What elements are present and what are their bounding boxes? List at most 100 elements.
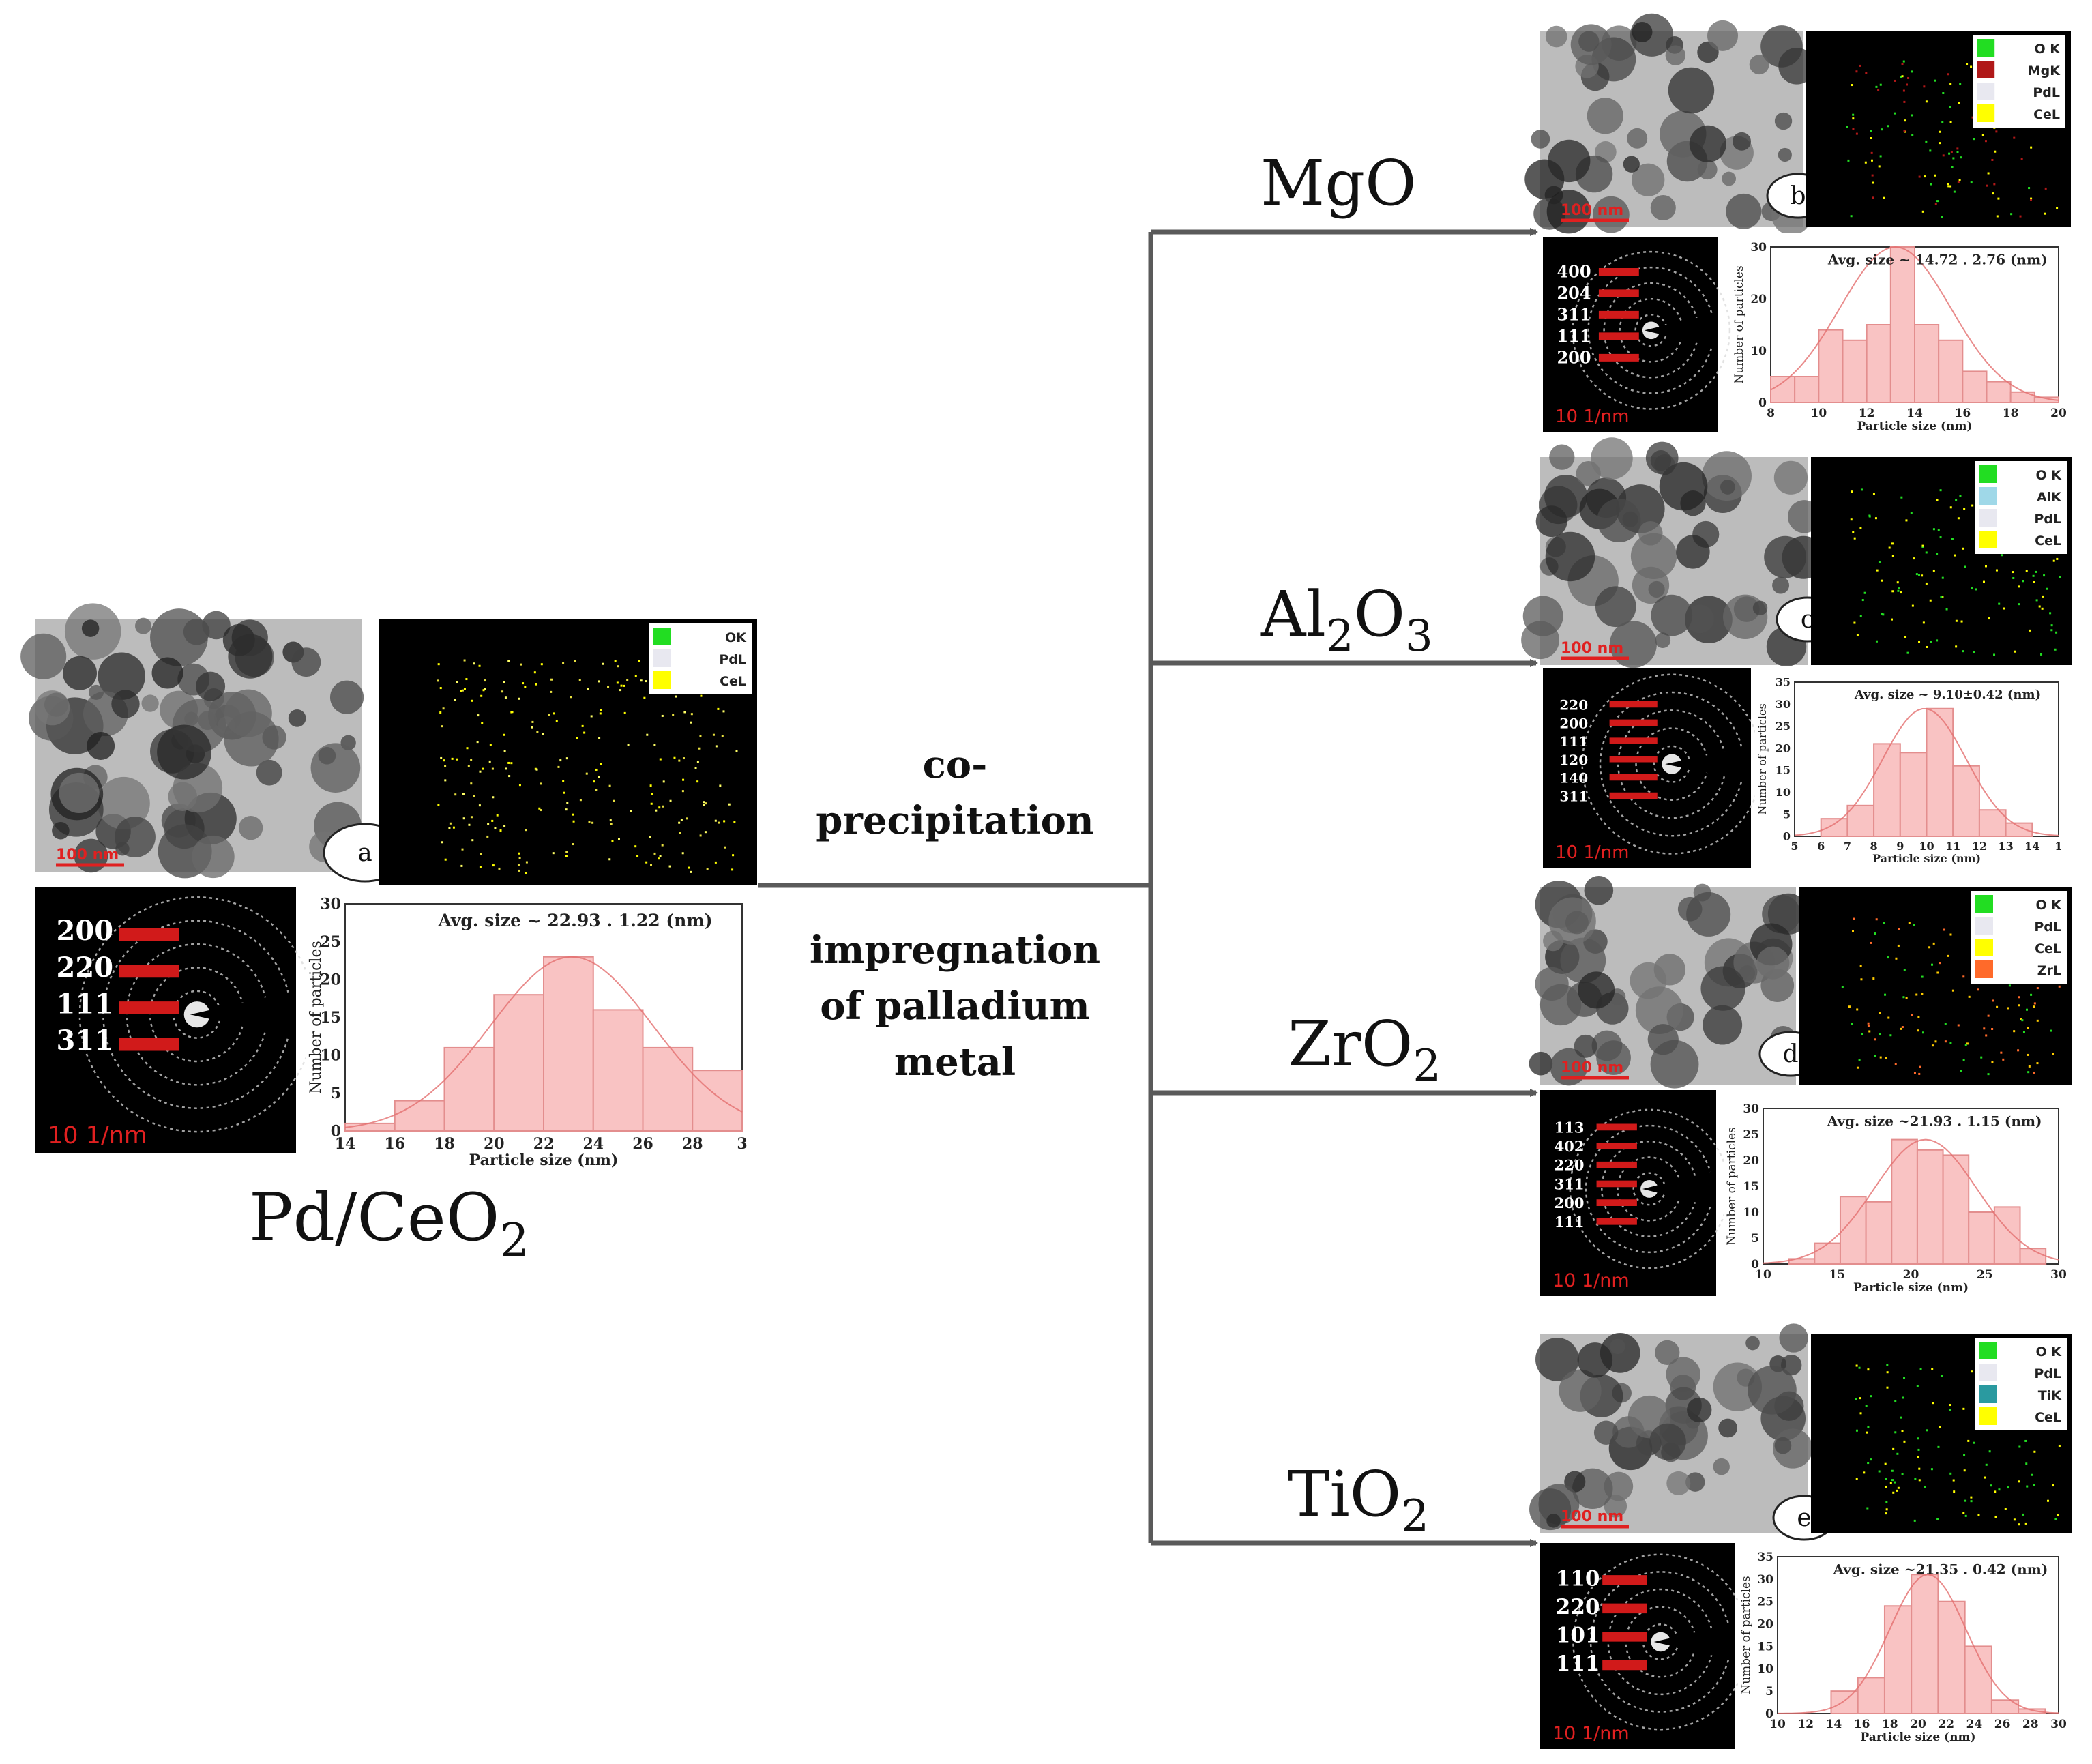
histogram-title: Avg. size ~ 14.72 . 2.76 (nm) <box>1827 252 2048 268</box>
legend-label: TiK <box>2038 1388 2062 1403</box>
x-tick-label: 26 <box>632 1135 653 1153</box>
histogram-bar <box>2009 391 2035 403</box>
x-tick-label: 5 <box>1791 840 1798 853</box>
x-tick-label: 15 <box>1829 1268 1845 1282</box>
histogram-bar <box>2005 822 2033 837</box>
histogram-bar <box>1770 376 1796 403</box>
legend-label: O K <box>2035 42 2061 57</box>
ring-index-label: 311 <box>57 1025 114 1057</box>
x-tick-label: 22 <box>533 1135 555 1153</box>
gaussian-fit-line <box>1794 708 2059 836</box>
histogram-bar <box>692 1070 743 1132</box>
diffraction-ring <box>1572 250 1731 410</box>
ring-index-label: 200 <box>1555 1194 1585 1211</box>
x-tick-label: 10 <box>1919 840 1934 853</box>
ring-index-label: 402 <box>1555 1138 1585 1155</box>
x-tick-label: 14 <box>1906 407 1923 420</box>
ring-index-label: 220 <box>1556 1595 1600 1619</box>
y-tick-label: 15 <box>320 1009 341 1027</box>
legend-swatch <box>1979 509 1997 527</box>
legend-swatch <box>1979 1342 1997 1359</box>
histogram-bar <box>344 1122 396 1132</box>
legend-swatch <box>1979 1385 1997 1403</box>
histogram-title: Avg. size ~ 9.10±0.42 (nm) <box>1854 688 2041 702</box>
histogram-bar <box>1990 1699 2020 1714</box>
ring-index-label: 101 <box>1556 1623 1600 1647</box>
ring-index-label: 220 <box>1559 697 1588 714</box>
branch-labels: MgO Al2O3 ZrO2 TiO2 <box>1260 147 1441 1542</box>
x-tick-label: 14 <box>2024 840 2039 853</box>
panel-letter: e <box>1797 1504 1811 1532</box>
panel-letter: a <box>357 839 372 867</box>
beam-stopper <box>190 990 296 1039</box>
ring-index-label: 120 <box>1559 752 1588 768</box>
y-tick-label: 20 <box>1776 741 1791 754</box>
ring-index-label: 311 <box>1555 1175 1585 1192</box>
x-tick-label: 22 <box>1938 1718 1954 1731</box>
x-tick-label: 3 <box>737 1135 747 1153</box>
x-tick-label: 14 <box>1826 1718 1842 1731</box>
x-tick-label: 28 <box>2022 1718 2039 1731</box>
histogram-bar <box>1968 1211 1995 1265</box>
x-tick-label: 28 <box>682 1135 703 1153</box>
y-tick-label: 10 <box>1757 1662 1773 1676</box>
y-tick-label: 25 <box>1757 1596 1773 1609</box>
y-tick-label: 20 <box>1743 1154 1759 1168</box>
branch-label-al2o3: Al2O3 <box>1260 578 1433 662</box>
x-tick-label: 13 <box>1998 840 2013 853</box>
beam-stopper <box>1665 746 1751 782</box>
ring-index-label: 220 <box>1555 1157 1585 1174</box>
histogram-title: Avg. size ~21.93 . 1.15 (nm) <box>1827 1113 2042 1130</box>
legend-label: CeL <box>2035 1410 2061 1425</box>
beam-stopper <box>1642 1170 1716 1208</box>
histogram-bar <box>1911 1574 1939 1714</box>
histogram-bar <box>1889 246 1915 403</box>
y-tick-label: 25 <box>1776 720 1791 733</box>
x-tick-label: 8 <box>1767 407 1775 420</box>
scale-bar-label: 100 nm <box>56 847 119 864</box>
beam-stopper <box>1653 1623 1735 1661</box>
legend-swatch <box>1975 939 1993 956</box>
x-tick-label: 24 <box>1966 1718 1983 1731</box>
y-tick-label: 10 <box>1750 344 1767 358</box>
y-tick-label: 25 <box>320 933 341 951</box>
histogram-bar <box>1993 1206 2021 1265</box>
histogram-bar <box>1866 324 1891 403</box>
ring-index-label: 113 <box>1555 1119 1585 1136</box>
beam-stopper <box>1644 312 1718 349</box>
ring-index-label: 400 <box>1557 261 1591 281</box>
ring-index-label: 200 <box>1559 715 1588 731</box>
process-labels: co- precipitation impregnation of pallad… <box>810 742 1100 1085</box>
y-tick-label: 5 <box>1765 1685 1773 1699</box>
histogram-title: Avg. size ~ 22.93 . 1.22 (nm) <box>438 911 713 930</box>
histogram-title: Avg. size ~21.35 . 0.42 (nm) <box>1833 1561 2048 1578</box>
x-tick-label: 9 <box>1896 840 1904 853</box>
histogram-bar <box>1830 1690 1859 1714</box>
y-tick-label: 5 <box>1783 808 1791 821</box>
x-tick-label: 8 <box>1870 840 1878 853</box>
x-tick-label: 16 <box>1954 407 1971 420</box>
histogram-bar <box>543 956 594 1132</box>
histogram-bar <box>1883 1605 1913 1714</box>
legend-label: O K <box>2036 898 2063 913</box>
histogram-bar <box>1865 1201 1893 1265</box>
legend-label: CeL <box>2035 533 2061 548</box>
x-tick-label: 30 <box>2050 1718 2067 1731</box>
scale-bar-label: 100 nm <box>1561 640 1623 657</box>
x-tick-label: 18 <box>1882 1718 1898 1731</box>
histogram-bar <box>1814 1242 1841 1265</box>
x-tick-label: 18 <box>2003 407 2019 420</box>
legend-label: PdL <box>2033 85 2060 100</box>
legend-label: PdL <box>2034 920 2061 935</box>
legend-swatch <box>653 628 671 645</box>
x-tick-label: 26 <box>1994 1718 2011 1731</box>
legend-label: CeL <box>720 674 746 689</box>
y-tick-label: 35 <box>1776 676 1791 689</box>
histogram-bar <box>1842 339 1868 403</box>
panel-letter: b <box>1790 182 1806 210</box>
x-axis-label: Particle size (nm) <box>1853 1281 1969 1295</box>
